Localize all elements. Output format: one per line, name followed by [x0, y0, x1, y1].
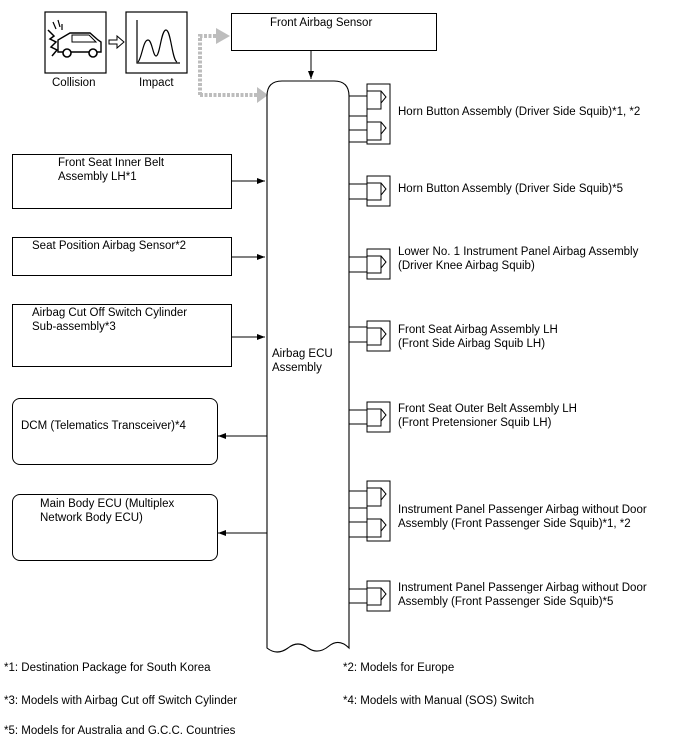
footnote-3: *3: Models with Airbag Cut off Switch Cy…	[4, 695, 238, 707]
impact-graph-icon	[125, 11, 188, 74]
airbag-cutoff-switch-box: Airbag Cut Off Switch Cylinder Sub-assem…	[12, 304, 232, 367]
footnote-4: *4: Models with Manual (SOS) Switch	[343, 695, 535, 707]
dcm-box: DCM (Telematics Transceiver)*4	[12, 398, 218, 465]
squib-label-pretensioner: Front Seat Outer Belt Assembly LH (Front…	[398, 403, 577, 429]
squib-connectors	[349, 83, 391, 612]
airbag-ecu-label: Airbag ECU Assembly	[272, 348, 333, 374]
collision-icon	[44, 11, 107, 74]
airbag-cutoff-switch-label: Airbag Cut Off Switch Cylinder Sub-assem…	[32, 307, 188, 333]
front-airbag-sensor-box: Front Airbag Sensor	[231, 13, 437, 51]
seat-position-sensor-label: Seat Position Airbag Sensor*2	[32, 240, 187, 252]
squib-label-side: Front Seat Airbag Assembly LH (Front Sid…	[398, 324, 558, 350]
squib-label-passenger-5: Instrument Panel Passenger Airbag withou…	[398, 582, 647, 608]
main-body-ecu-box: Main Body ECU (Multiplex Network Body EC…	[12, 494, 218, 561]
squib-label-horn-1: Horn Button Assembly (Driver Side Squib)…	[398, 106, 641, 118]
impact-label: Impact	[139, 77, 174, 89]
footnote-1: *1: Destination Package for South Korea	[4, 662, 211, 674]
front-airbag-sensor-label: Front Airbag Sensor	[270, 17, 373, 29]
collision-label: Collision	[52, 77, 96, 89]
front-seat-inner-belt-box: Front Seat Inner Belt Assembly LH*1	[12, 154, 232, 209]
footnote-5: *5: Models for Australia and G.C.C. Coun…	[4, 725, 236, 737]
squib-label-passenger-1: Instrument Panel Passenger Airbag withou…	[398, 504, 647, 530]
front-seat-inner-belt-label: Front Seat Inner Belt Assembly LH*1	[58, 157, 165, 183]
footnote-2: *2: Models for Europe	[343, 662, 455, 674]
squib-label-horn-5: Horn Button Assembly (Driver Side Squib)…	[398, 183, 623, 195]
main-body-ecu-label: Main Body ECU (Multiplex Network Body EC…	[40, 498, 175, 524]
impact-flow-arrow	[198, 34, 257, 97]
airbag-ecu-body	[266, 80, 350, 653]
squib-label-knee: Lower No. 1 Instrument Panel Airbag Asse…	[398, 246, 639, 272]
seat-position-sensor-box: Seat Position Airbag Sensor*2	[12, 237, 232, 276]
dcm-label: DCM (Telematics Transceiver)*4	[21, 420, 186, 432]
